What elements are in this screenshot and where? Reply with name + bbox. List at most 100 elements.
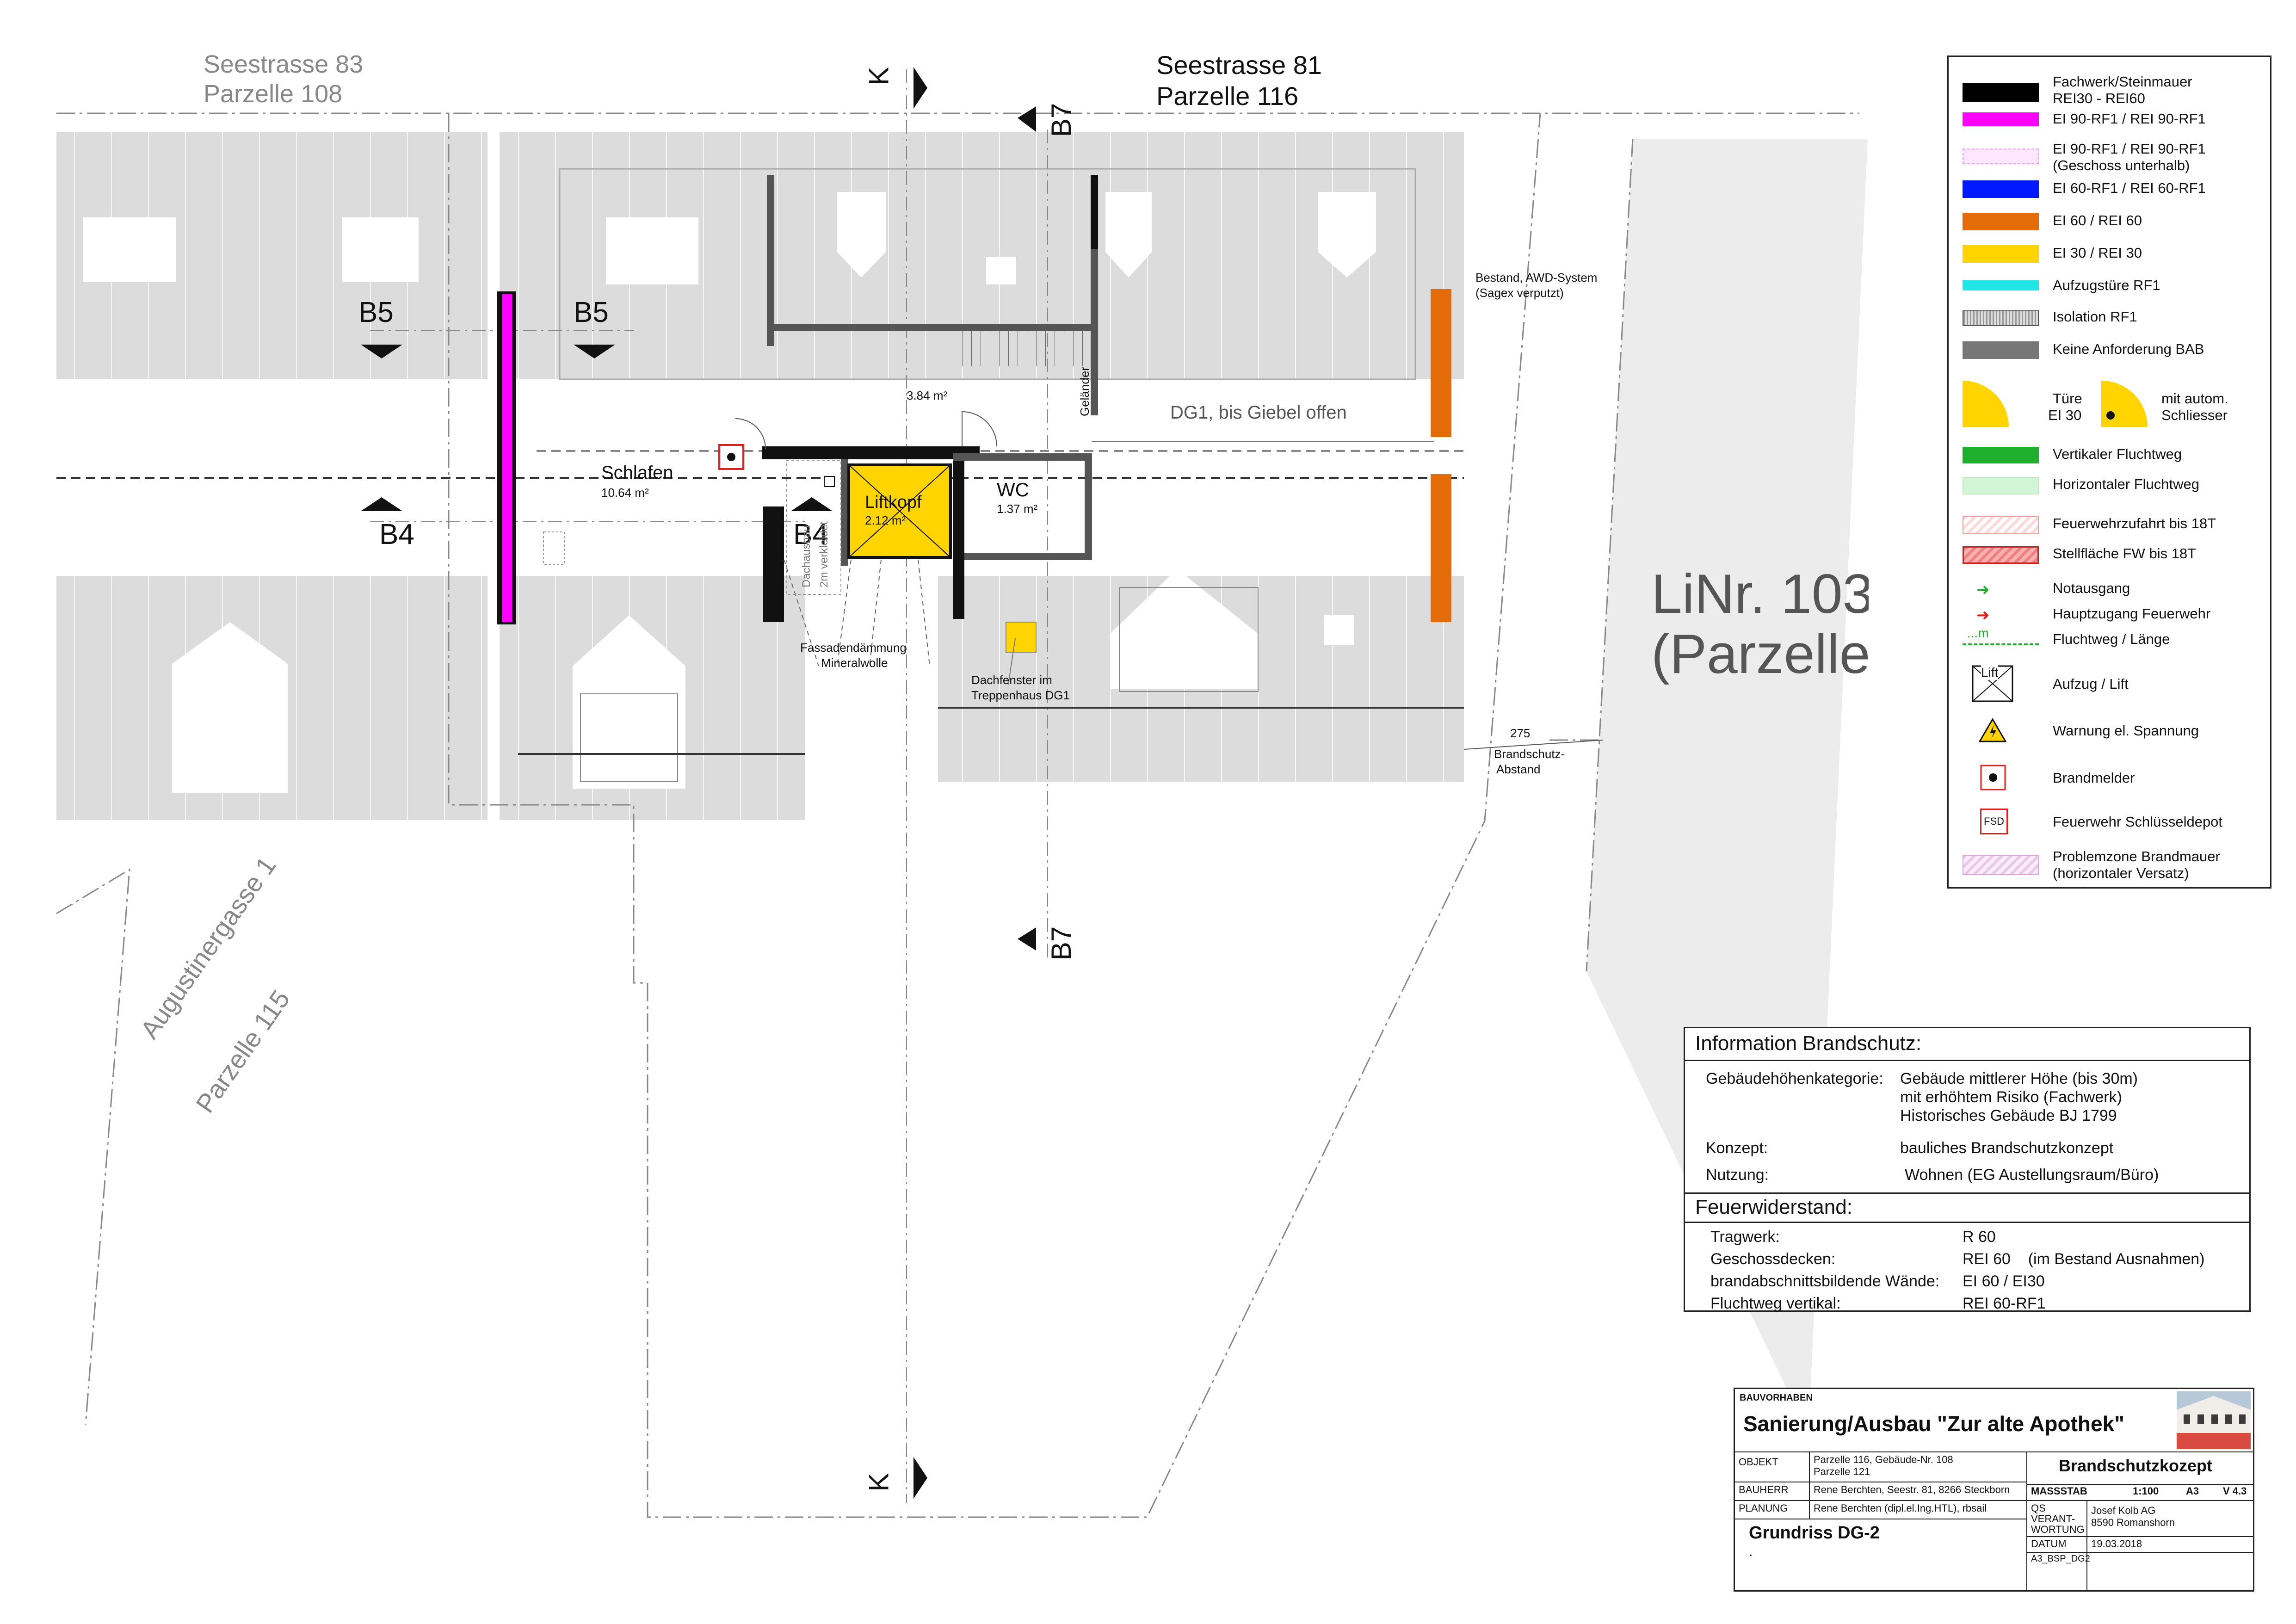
dimension-line bbox=[1463, 740, 1603, 750]
fw-key-decken: Geschossdecken: bbox=[1710, 1250, 1836, 1268]
roof-main bbox=[500, 132, 1464, 820]
smoke-detector-icon bbox=[718, 444, 744, 470]
note-fassade-1: Fassadendämmung bbox=[800, 641, 907, 655]
tb-objekt-1: Parzelle 116, Gebäude-Nr. 108 bbox=[1814, 1454, 1953, 1465]
tb-massstab-label: MASSSTAB bbox=[2031, 1485, 2087, 1497]
building-photo bbox=[2177, 1391, 2251, 1449]
parcel-right: (Parzelle bbox=[1651, 623, 1869, 685]
door-auto-closer-icon bbox=[2101, 381, 2148, 427]
room-dg1: DG1, bis Giebel offen bbox=[1170, 402, 1347, 423]
note-fassade-2: Mineralwolle bbox=[821, 656, 888, 670]
tb-version: V 4.3 bbox=[2223, 1485, 2247, 1497]
liftkopf bbox=[824, 463, 952, 559]
tb-qs-1: QS bbox=[2031, 1502, 2046, 1514]
section-b5-left: B5 bbox=[358, 296, 394, 328]
room-liftkopf: Liftkopf bbox=[865, 493, 922, 512]
tb-massstab: 1:100 bbox=[2133, 1485, 2159, 1497]
section-b7-bottom: B7 bbox=[1046, 926, 1077, 961]
door-ei30-icon bbox=[1963, 381, 2009, 427]
tb-bauherr-label: BAUHERR bbox=[1739, 1484, 1789, 1495]
label-dach-sub: 2m verkleidet bbox=[818, 521, 830, 587]
fw-key-fluchtweg: Fluchtweg vertikal: bbox=[1710, 1295, 1841, 1312]
section-k-bottom: K bbox=[863, 1473, 895, 1492]
stairs bbox=[953, 329, 1089, 366]
note-dim-275: 275 bbox=[1510, 726, 1531, 740]
street-seestrasse83: Seestrasse 83 bbox=[204, 50, 364, 78]
tb-qs-company: Josef Kolb AG bbox=[2091, 1505, 2156, 1516]
section-markers bbox=[361, 67, 1036, 1499]
tb-bauvorhaben: BAUVORHABEN bbox=[1740, 1393, 1813, 1403]
info-title: Information Brandschutz: bbox=[1695, 1032, 1922, 1055]
info-value-konzept: bauliches Brandschutzkonzept bbox=[1900, 1139, 2114, 1157]
tb-planung: Rene Berchten (dipl.el.Ing.HTL), rbsail bbox=[1814, 1502, 1987, 1514]
label-gelaender: Geländer bbox=[1078, 367, 1092, 416]
wall-ei90 bbox=[502, 294, 512, 622]
tb-planung-label: PLANUNG bbox=[1739, 1502, 1788, 1514]
tb-doc-title: Brandschutzkozept bbox=[2059, 1456, 2213, 1475]
note-bestand-1: Bestand, AWD-System bbox=[1475, 271, 1598, 284]
tb-format: A3 bbox=[2186, 1485, 2199, 1497]
roof-window-stairwell bbox=[1006, 622, 1037, 653]
wall-ei60-lower bbox=[1431, 474, 1451, 622]
fw-value-fluchtweg: REI 60-RF1 bbox=[1963, 1295, 2046, 1312]
note-bestand-2: (Sagex verputzt) bbox=[1475, 286, 1564, 300]
fw-title: Feuerwiderstand: bbox=[1695, 1196, 1852, 1218]
tb-bauherr: Rene Berchten, Seestr. 81, 8266 Steckbor… bbox=[1814, 1484, 2010, 1495]
street-seestrasse81: Seestrasse 81 bbox=[1156, 50, 1322, 80]
dachausbau-outline bbox=[786, 460, 841, 595]
property-lines bbox=[56, 112, 1859, 1518]
parcel-linr: LiNr. 103 bbox=[1651, 563, 1869, 625]
section-b4-right: B4 bbox=[793, 519, 828, 550]
wall-ei60-upper bbox=[1431, 289, 1451, 437]
info-key-nutzung: Nutzung: bbox=[1706, 1166, 1769, 1184]
room-schlafen: Schlafen bbox=[601, 463, 673, 483]
legend: Fachwerk/Steinmauer REI30 - REI60 EI 90-… bbox=[1947, 56, 2271, 889]
title-block: BAUVORHABEN Sanierung/Ausbau "Zur alte A… bbox=[1734, 1388, 2254, 1592]
stair-area: 3.84 m² bbox=[907, 389, 948, 402]
section-b5-right: B5 bbox=[574, 296, 609, 328]
label-dachausbau: Dachausbau bbox=[800, 525, 813, 587]
note-dachfenster-2: Treppenhaus DG1 bbox=[971, 688, 1070, 702]
tb-objekt-label: OBJEKT bbox=[1739, 1456, 1778, 1468]
info-value-height-3: Historisches Gebäude BJ 1799 bbox=[1900, 1107, 2117, 1124]
room-liftkopf-area: 2.12 m² bbox=[865, 513, 906, 527]
fw-value-tragwerk: R 60 bbox=[1963, 1228, 1996, 1246]
section-b4-left: B4 bbox=[379, 519, 414, 550]
note-dachfenster-1: Dachfenster im bbox=[971, 673, 1052, 687]
info-value-height: Gebäude mittlerer Höhe (bis 30m) bbox=[1900, 1070, 2138, 1087]
arrow-red-icon: ➜ bbox=[1976, 606, 1990, 624]
tb-qs-3: WORTUNG bbox=[2031, 1524, 2085, 1535]
tb-file: A3_BSP_DG2 bbox=[2031, 1554, 2090, 1564]
fw-value-waende: EI 60 / EI30 bbox=[1963, 1272, 2045, 1290]
tb-qs-city: 8590 Romanshorn bbox=[2091, 1517, 2175, 1528]
parcel-116: Parzelle 116 bbox=[1156, 81, 1299, 111]
info-key-height: Gebäudehöhenkategorie: bbox=[1706, 1070, 1883, 1087]
room-schlafen-area: 10.64 m² bbox=[601, 486, 649, 500]
fw-key-tragwerk: Tragwerk: bbox=[1710, 1228, 1780, 1246]
room-wc: WC bbox=[997, 479, 1029, 500]
arrow-green-icon: ➜ bbox=[1976, 581, 1990, 599]
fw-value-decken: REI 60 (im Bestand Ausnahmen) bbox=[1963, 1250, 2205, 1268]
tb-qs-2: VERANT- bbox=[2031, 1513, 2075, 1525]
tb-dot: . bbox=[1749, 1544, 1753, 1559]
section-b7-top: B7 bbox=[1046, 103, 1077, 137]
info-key-konzept: Konzept: bbox=[1706, 1139, 1768, 1157]
section-k-top: K bbox=[863, 67, 895, 86]
room-wc-area: 1.37 m² bbox=[997, 502, 1038, 516]
warning-voltage-icon bbox=[1979, 718, 2006, 742]
insulation-lines bbox=[784, 559, 930, 667]
tb-objekt-2: Parzelle 121 bbox=[1814, 1466, 1870, 1477]
door-arc-left bbox=[735, 418, 766, 449]
parcel-108: Parzelle 108 bbox=[204, 80, 343, 108]
door-arc-wc bbox=[962, 411, 997, 447]
key-depot-icon: FSD bbox=[1980, 809, 2008, 834]
tb-plan-title: Grundriss DG-2 bbox=[1749, 1523, 1880, 1543]
tb-datum-label: DATUM bbox=[2031, 1538, 2067, 1550]
tb-project-title: Sanierung/Ausbau "Zur alte Apothek" bbox=[1743, 1412, 2125, 1436]
info-box: Information Brandschutz: Gebäudehöhenkat… bbox=[1684, 1027, 2251, 1312]
note-brandschutz-2: Abstand bbox=[1496, 762, 1541, 776]
info-value-nutzung: Wohnen (EG Austellungsraum/Büro) bbox=[1905, 1166, 2159, 1184]
roof-neighbour-left bbox=[56, 132, 488, 820]
smoke-detector-legend-icon bbox=[1980, 765, 2006, 790]
